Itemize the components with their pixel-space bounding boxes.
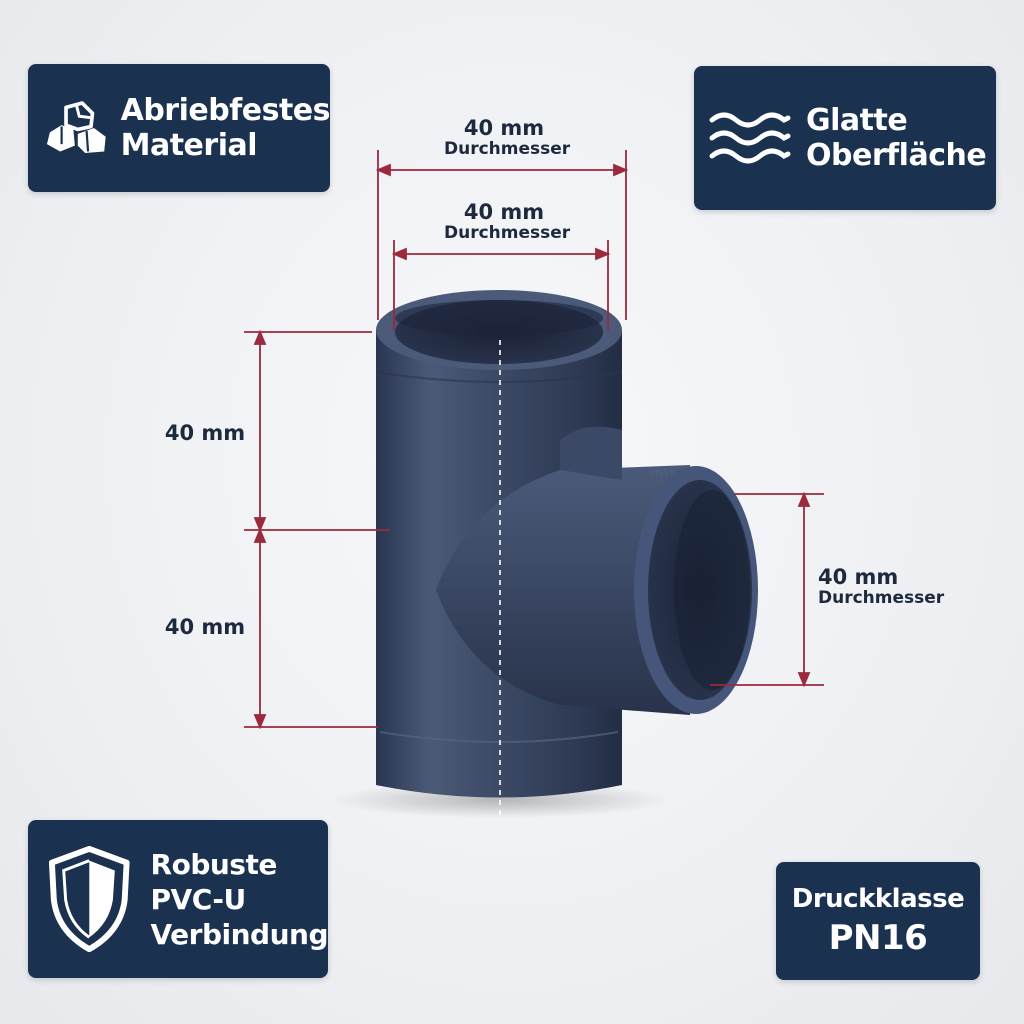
dimension-lines (244, 150, 824, 730)
badge-line: Verbindung (150, 917, 329, 951)
dimension-label-branch-diameter: 40 mm Durchmesser (818, 565, 948, 609)
tee-branch-pipe: PN16 (436, 426, 758, 715)
badge-line: Oberfläche (806, 138, 987, 173)
rock-icon (46, 101, 106, 153)
dimension-unit: Durchmesser (444, 139, 571, 160)
badge-line: Abriebfestes (120, 92, 331, 128)
badge-line: Robuste (150, 847, 278, 881)
badge-pressure-class: Druckklasse PN16 (776, 862, 980, 980)
waves-icon (709, 112, 791, 164)
svg-text:PN16: PN16 (649, 466, 677, 481)
badge-robust-pvc: Robuste PVC-U Verbindung (28, 820, 329, 978)
badge-line: PVC-U (150, 882, 247, 916)
dimension-label-lower-length: 40 mm (160, 615, 250, 639)
dimension-label-inner-diameter: 40 mm Durchmesser (444, 200, 571, 244)
dimension-unit: Durchmesser (444, 223, 571, 244)
dimension-value: 40 mm (463, 116, 545, 140)
badge-abrasion-resistant: Abriebfestes Material (28, 64, 331, 192)
dimension-value: 40 mm (463, 200, 545, 224)
badge-smooth-surface: Glatte Oberfläche (694, 66, 996, 210)
pressure-class-label: Druckklasse (791, 883, 965, 914)
dimension-unit: Durchmesser (818, 588, 945, 609)
dimension-value: 40 mm (818, 565, 899, 589)
badge-line: Material (120, 128, 258, 163)
dimension-label-outer-diameter: 40 mm Durchmesser (444, 116, 571, 160)
badge-line: Glatte (806, 102, 908, 138)
dimension-value: 40 mm (164, 615, 246, 639)
pressure-class-value: PN16 (828, 918, 928, 959)
shield-icon (48, 845, 130, 953)
dimension-value: 40 mm (164, 421, 246, 445)
dimension-label-upper-length: 40 mm (160, 421, 250, 445)
